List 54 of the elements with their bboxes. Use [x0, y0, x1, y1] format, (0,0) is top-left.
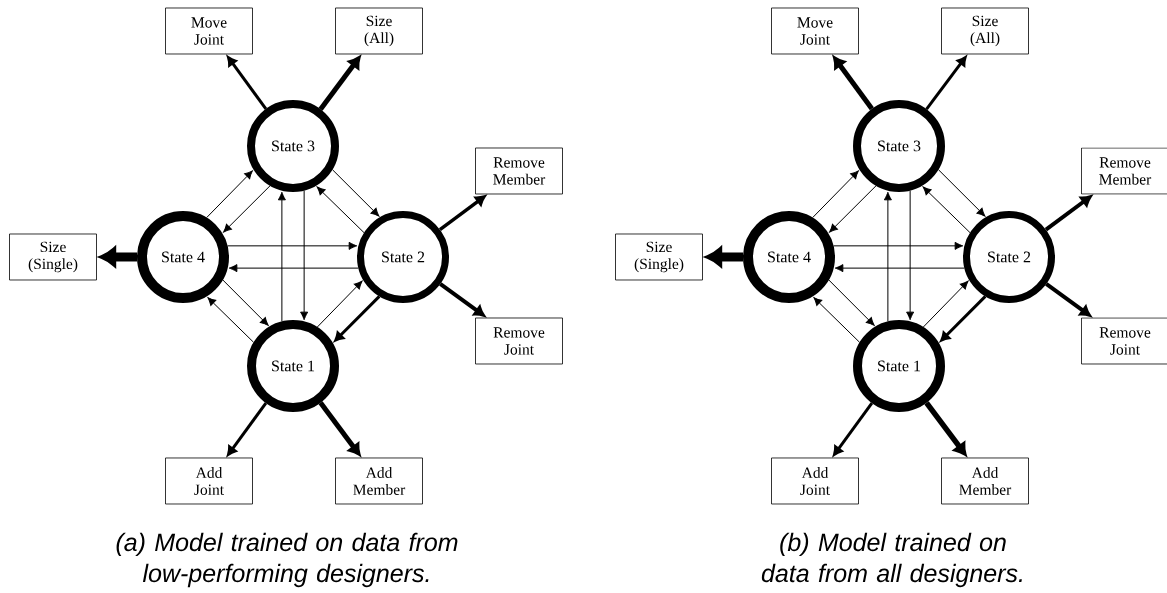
action-box: Add Member: [335, 457, 423, 505]
arrow: [833, 241, 964, 250]
arrow: [222, 279, 269, 326]
arrow: [438, 195, 486, 231]
arrow: [227, 402, 268, 456]
action-box: Remove Joint: [475, 317, 563, 365]
arrow: [227, 56, 268, 110]
arrow: [316, 186, 365, 234]
action-box: Remove Joint: [1081, 317, 1167, 365]
action-box: Size (All): [335, 7, 423, 55]
arrow: [227, 241, 358, 250]
arrow: [813, 297, 861, 343]
arrow: [829, 185, 877, 233]
arrow: [439, 282, 485, 317]
arrow: [925, 56, 967, 111]
action-box: Add Joint: [771, 457, 859, 505]
arrow: [906, 190, 915, 321]
action-box: Add Joint: [165, 457, 253, 505]
arrow: [937, 169, 986, 217]
arrow: [940, 295, 987, 342]
arrow: [228, 264, 359, 273]
arrow: [883, 191, 892, 322]
action-box: Size (All): [941, 7, 1029, 55]
action-box: Add Member: [941, 457, 1029, 505]
arrow: [828, 279, 875, 326]
arrow: [316, 280, 363, 328]
arrow: [924, 401, 967, 456]
action-box: Remove Member: [475, 147, 563, 195]
arrow: [207, 297, 255, 343]
arrow: [223, 185, 271, 233]
action-box: Move Joint: [771, 7, 859, 55]
arrow: [833, 402, 874, 456]
arrow: [318, 56, 361, 111]
arrow: [1045, 282, 1091, 317]
arrow: [334, 295, 381, 342]
arrow: [206, 170, 253, 219]
figure-caption: (a) Model trained on data from low-performing designers.: [116, 532, 458, 588]
action-box: Size (Single): [615, 233, 703, 281]
action-box: Remove Member: [1081, 147, 1167, 195]
arrow: [1044, 195, 1092, 232]
action-box: Move Joint: [165, 7, 253, 55]
arrow: [834, 264, 965, 273]
arrow: [277, 191, 286, 322]
arrow: [99, 247, 137, 267]
arrow: [331, 169, 380, 217]
arrow: [705, 247, 743, 267]
arrow: [922, 280, 969, 328]
action-box: Size (Single): [9, 233, 97, 281]
arrow: [300, 190, 309, 321]
arrow: [922, 186, 971, 234]
arrow: [832, 56, 874, 111]
figure-caption: (b) Model trained on data from all designers.: [761, 532, 1022, 588]
arrow: [812, 170, 859, 219]
arrow: [318, 401, 361, 456]
